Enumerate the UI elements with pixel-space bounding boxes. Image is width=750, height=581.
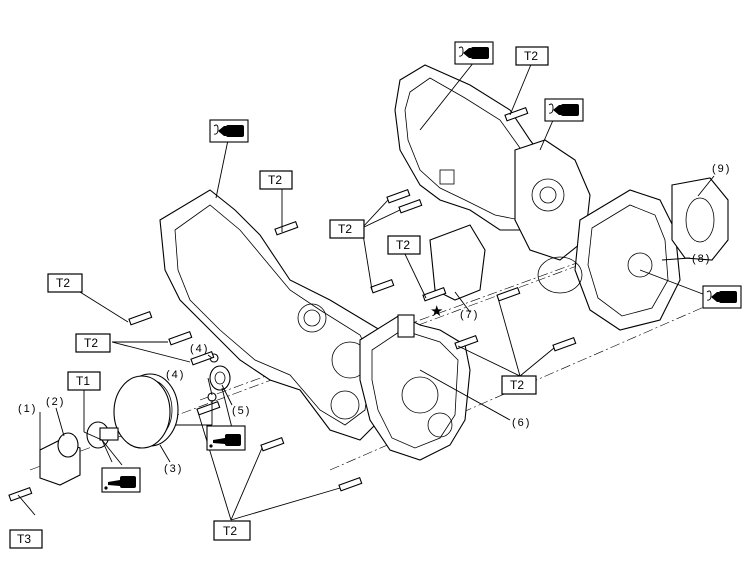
part-number-1: (1) (18, 403, 37, 415)
torque-label-t2-top-right: T2 (515, 46, 549, 66)
svg-text:T3: T3 (17, 532, 31, 546)
sealant-tube-icon (454, 41, 494, 65)
part-number-4-lower: (4) (166, 369, 185, 381)
oil-seal (209, 365, 231, 391)
part-number-9: (9) (712, 163, 731, 175)
torque-label-t2-left: T2 (47, 273, 83, 293)
sealant-tube-icon (544, 98, 584, 122)
svg-text:T1: T1 (76, 374, 90, 388)
pulley-bolt-assembly (39, 421, 119, 486)
torque-label-t2-center-star: T2 (387, 235, 421, 255)
oil-pump (514, 139, 591, 261)
seal-plate (429, 224, 583, 301)
gasket (671, 177, 729, 261)
torque-label-t2-bottom: T2 (213, 520, 251, 541)
bolts (8, 106, 577, 502)
svg-text:T2: T2 (84, 336, 98, 350)
sealant-tube-icon (209, 119, 249, 143)
svg-text:T2: T2 (56, 276, 70, 290)
svg-text:T2: T2 (524, 49, 538, 63)
torque-label-t2-top-center: T2 (259, 170, 293, 190)
oil-can-icon (206, 425, 246, 451)
torque-label-t2-left-lower: T2 (75, 333, 111, 353)
svg-text:T2: T2 (510, 378, 524, 392)
sealant-tube-icon (702, 285, 742, 309)
crank-pulley (113, 373, 179, 449)
star-marker: ★ (430, 302, 443, 320)
rear-cover-right (574, 189, 681, 331)
torque-label-t2-middle: T2 (329, 219, 365, 239)
torque-label-t3: T3 (9, 529, 43, 549)
svg-text:T2: T2 (223, 524, 237, 538)
part-number-2: (2) (46, 396, 65, 408)
leader-lines (17, 61, 715, 521)
svg-text:T2: T2 (338, 222, 352, 236)
part-number-6: (6) (512, 417, 531, 429)
part-number-4-upper: (4) (190, 343, 209, 355)
part-number-5: (5) (232, 405, 251, 417)
front-cover-left (159, 189, 391, 441)
front-cover-right (359, 314, 471, 461)
part-number-3: (3) (164, 463, 183, 475)
torque-label-t1: T1 (67, 371, 101, 391)
part-number-8: (8) (692, 253, 711, 265)
oil-can-icon (101, 467, 141, 493)
part-number-7: (7) (460, 309, 479, 321)
svg-text:T2: T2 (396, 238, 410, 252)
svg-text:T2: T2 (268, 173, 282, 187)
torque-label-t2-right-lower: T2 (501, 375, 537, 395)
